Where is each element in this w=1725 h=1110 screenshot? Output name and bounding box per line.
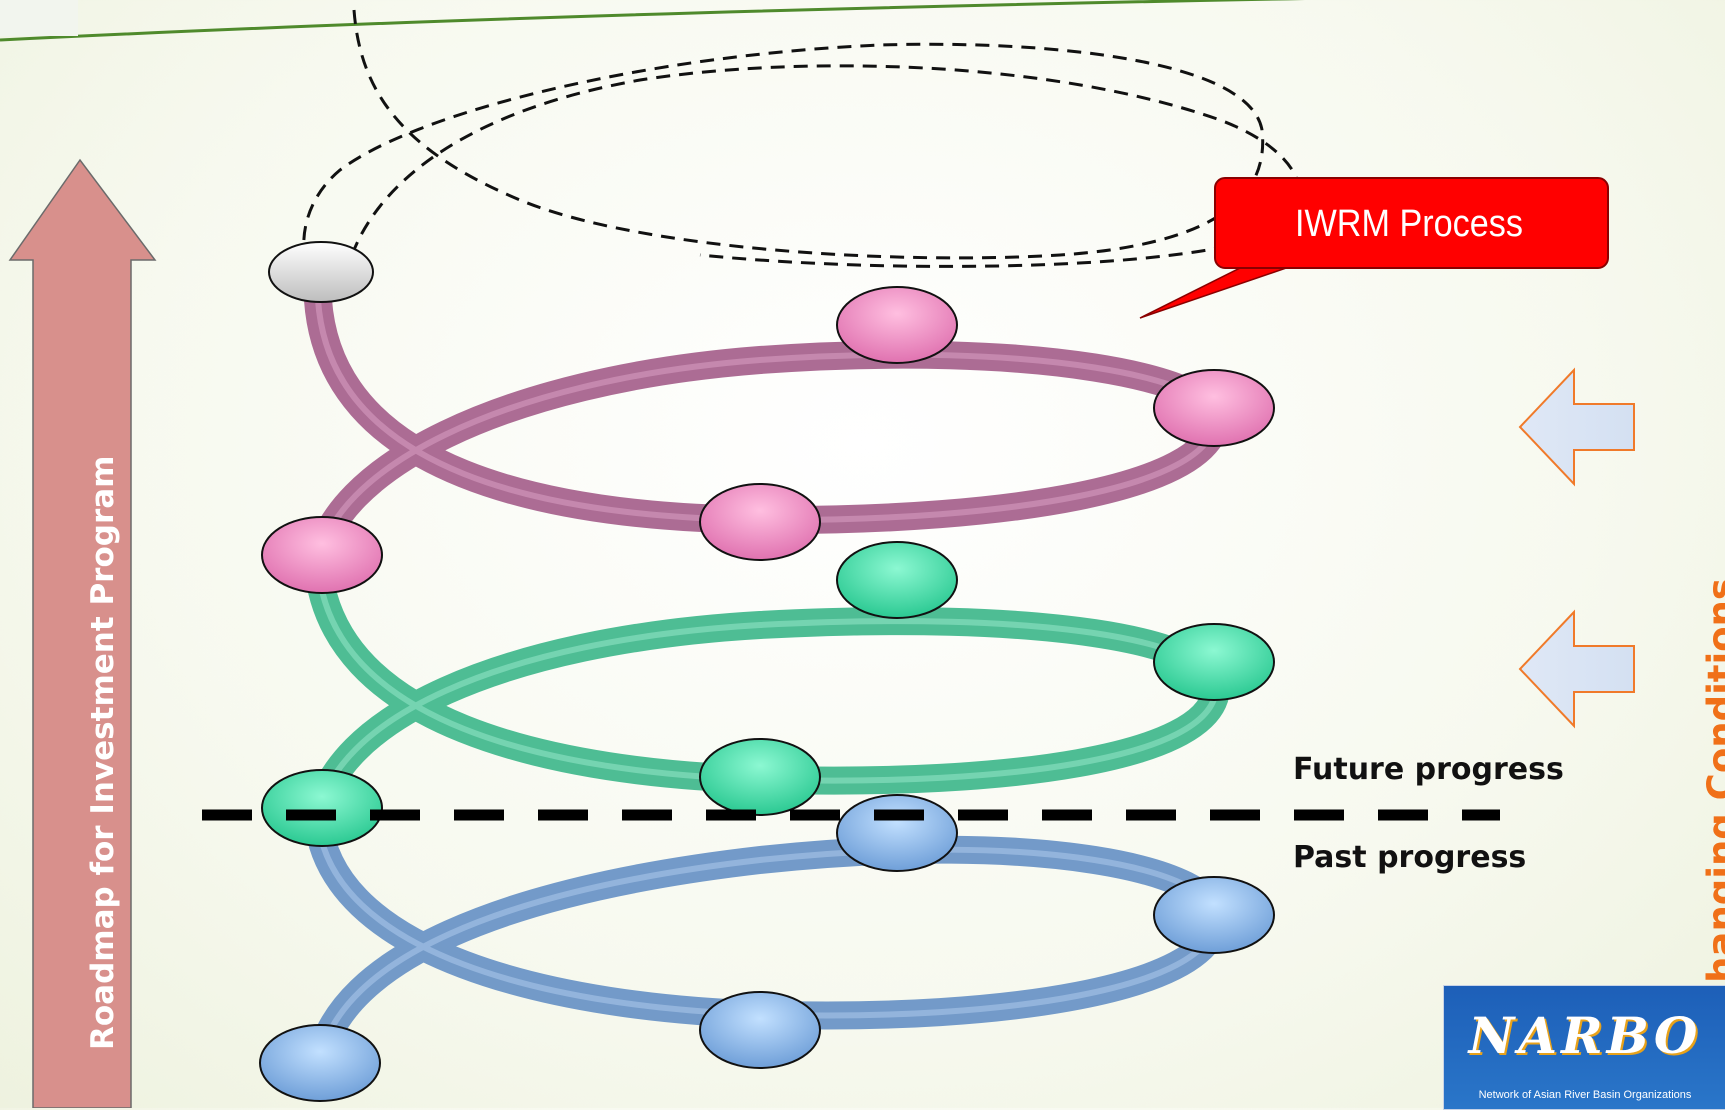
node-pink-2	[1153, 369, 1275, 447]
narbo-logo: NARBO Network of Asian River Basin Organ…	[1443, 985, 1725, 1110]
narbo-logo-word: NARBO	[1468, 1006, 1702, 1065]
condition-arrow-upper	[1518, 367, 1635, 487]
changing-conditions-label: Changing Conditions	[1700, 578, 1725, 1010]
node-blue-2	[1153, 876, 1275, 954]
node-pink-3	[699, 483, 821, 561]
node-green-3	[699, 738, 821, 816]
node-pink-4	[261, 516, 383, 594]
node-pink-1	[836, 286, 958, 364]
future-dashed-spiral	[302, 9, 1302, 268]
node-green-2	[1153, 623, 1275, 701]
node-blue-3	[699, 991, 821, 1069]
node-green-4	[261, 769, 383, 847]
callout-label: IWRM Process	[1294, 203, 1524, 245]
node-blue-4	[259, 1024, 381, 1102]
node-green-1	[836, 541, 958, 619]
header-swoosh	[0, 0, 1306, 42]
past-progress-label: Past progress	[1293, 840, 1527, 875]
node-blue-1	[836, 794, 958, 872]
node-white-start	[268, 241, 374, 303]
narbo-logo-subtitle: Network of Asian River Basin Organizatio…	[1478, 1089, 1692, 1101]
roadmap-label: Roadmap for Investment Program	[85, 455, 121, 1050]
nodes	[259, 241, 1275, 1102]
header-logo-strip	[0, 0, 78, 36]
future-progress-label: Future progress	[1293, 752, 1564, 787]
callout-box	[1214, 177, 1609, 269]
condition-arrow-lower	[1518, 609, 1635, 729]
left-up-arrow	[8, 158, 157, 1108]
